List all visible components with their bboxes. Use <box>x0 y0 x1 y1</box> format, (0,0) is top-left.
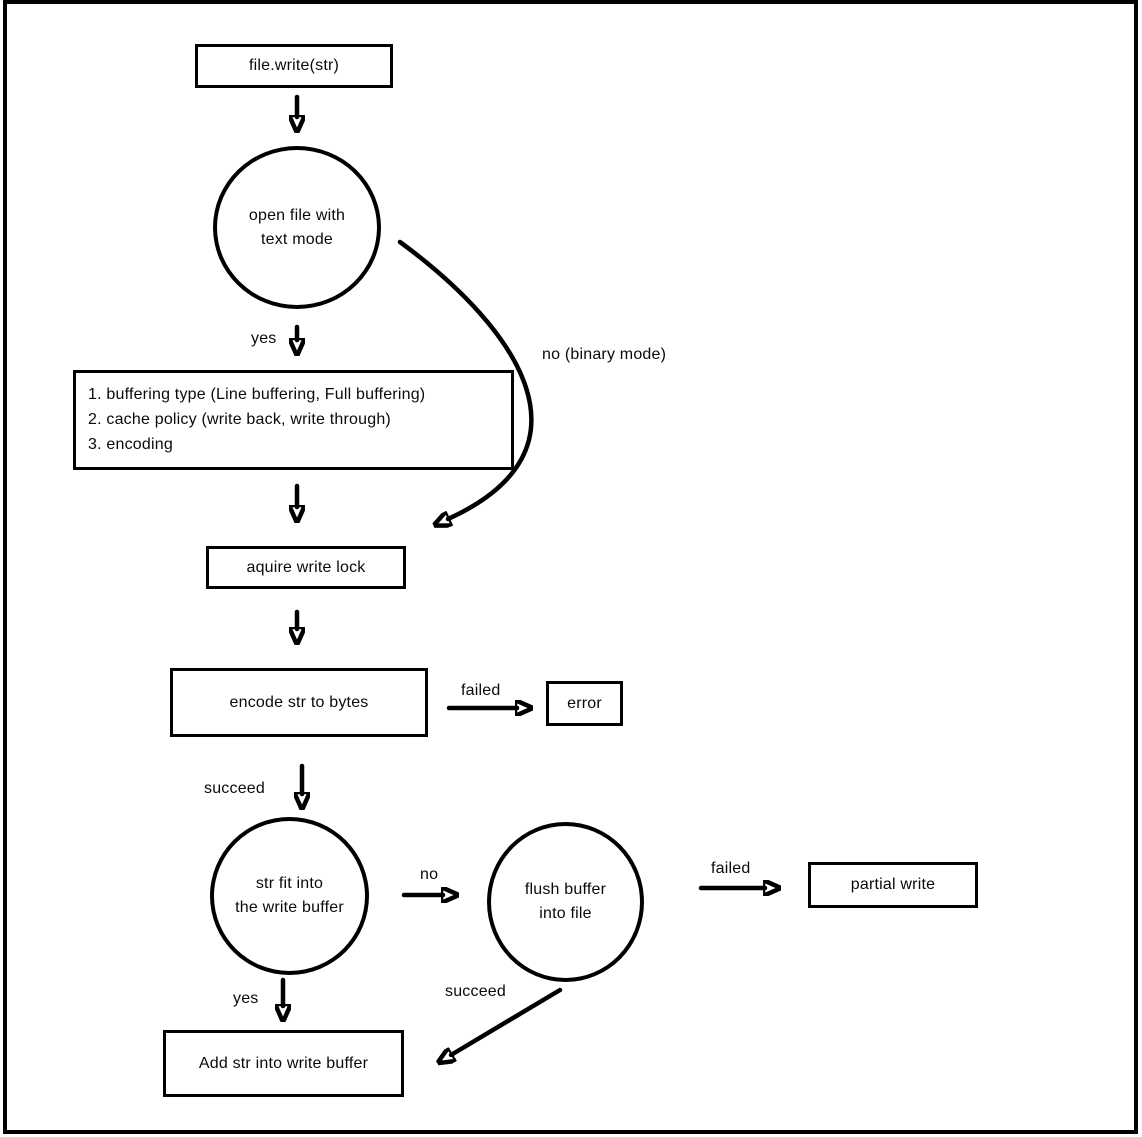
node-flush-line2: into file <box>539 905 592 922</box>
edge-label-succeed-flush: succeed <box>445 983 506 1000</box>
node-str-fit-into-write-buffer: str fit into the write buffer <box>210 817 369 975</box>
node-error: error <box>546 681 623 726</box>
node-buffering-line2: 2. cache policy (write back, write throu… <box>88 411 391 428</box>
edge-label-failed-flush: failed <box>711 860 751 877</box>
edge-label-yes-top: yes <box>251 330 277 347</box>
node-flush-line1: flush buffer <box>524 881 607 898</box>
node-flush-buffer-into-file: flush buffer into file <box>487 822 644 982</box>
node-aquire-write-lock: aquire write lock <box>206 546 406 589</box>
node-str-fit-line1: str fit into <box>255 875 324 892</box>
node-open-file-line1: open file with <box>248 206 346 224</box>
node-add-str-label: Add str into write buffer <box>198 1054 369 1072</box>
diagram-border <box>3 0 1138 1134</box>
edge-label-failed-encode: failed <box>461 682 501 699</box>
node-open-file-with-text-mode: open file with text mode <box>213 146 381 309</box>
node-error-label: error <box>567 694 602 712</box>
edge-label-no-fit: no <box>420 866 439 883</box>
edge-label-succeed-encode: succeed <box>204 780 265 797</box>
node-encode-str-to-bytes: encode str to bytes <box>170 668 428 737</box>
node-add-str-into-write-buffer: Add str into write buffer <box>163 1030 404 1097</box>
node-encode-label: encode str to bytes <box>229 693 369 711</box>
node-buffering-line3: 3. encoding <box>88 436 173 453</box>
node-buffering-options: 1. buffering type (Line buffering, Full … <box>73 370 514 470</box>
edge-label-yes-fit: yes <box>233 990 259 1007</box>
node-file-write: file.write(str) <box>195 44 393 88</box>
node-partial-write: partial write <box>808 862 978 908</box>
node-partial-write-label: partial write <box>850 876 936 893</box>
node-file-write-label: file.write(str) <box>248 57 340 74</box>
node-buffering-line1: 1. buffering type (Line buffering, Full … <box>88 386 426 403</box>
node-str-fit-line2: the write buffer <box>235 899 344 916</box>
node-open-file-line2: text mode <box>260 230 334 248</box>
node-aquire-write-lock-label: aquire write lock <box>246 558 366 576</box>
edge-label-no-binary-mode: no (binary mode) <box>542 346 667 363</box>
